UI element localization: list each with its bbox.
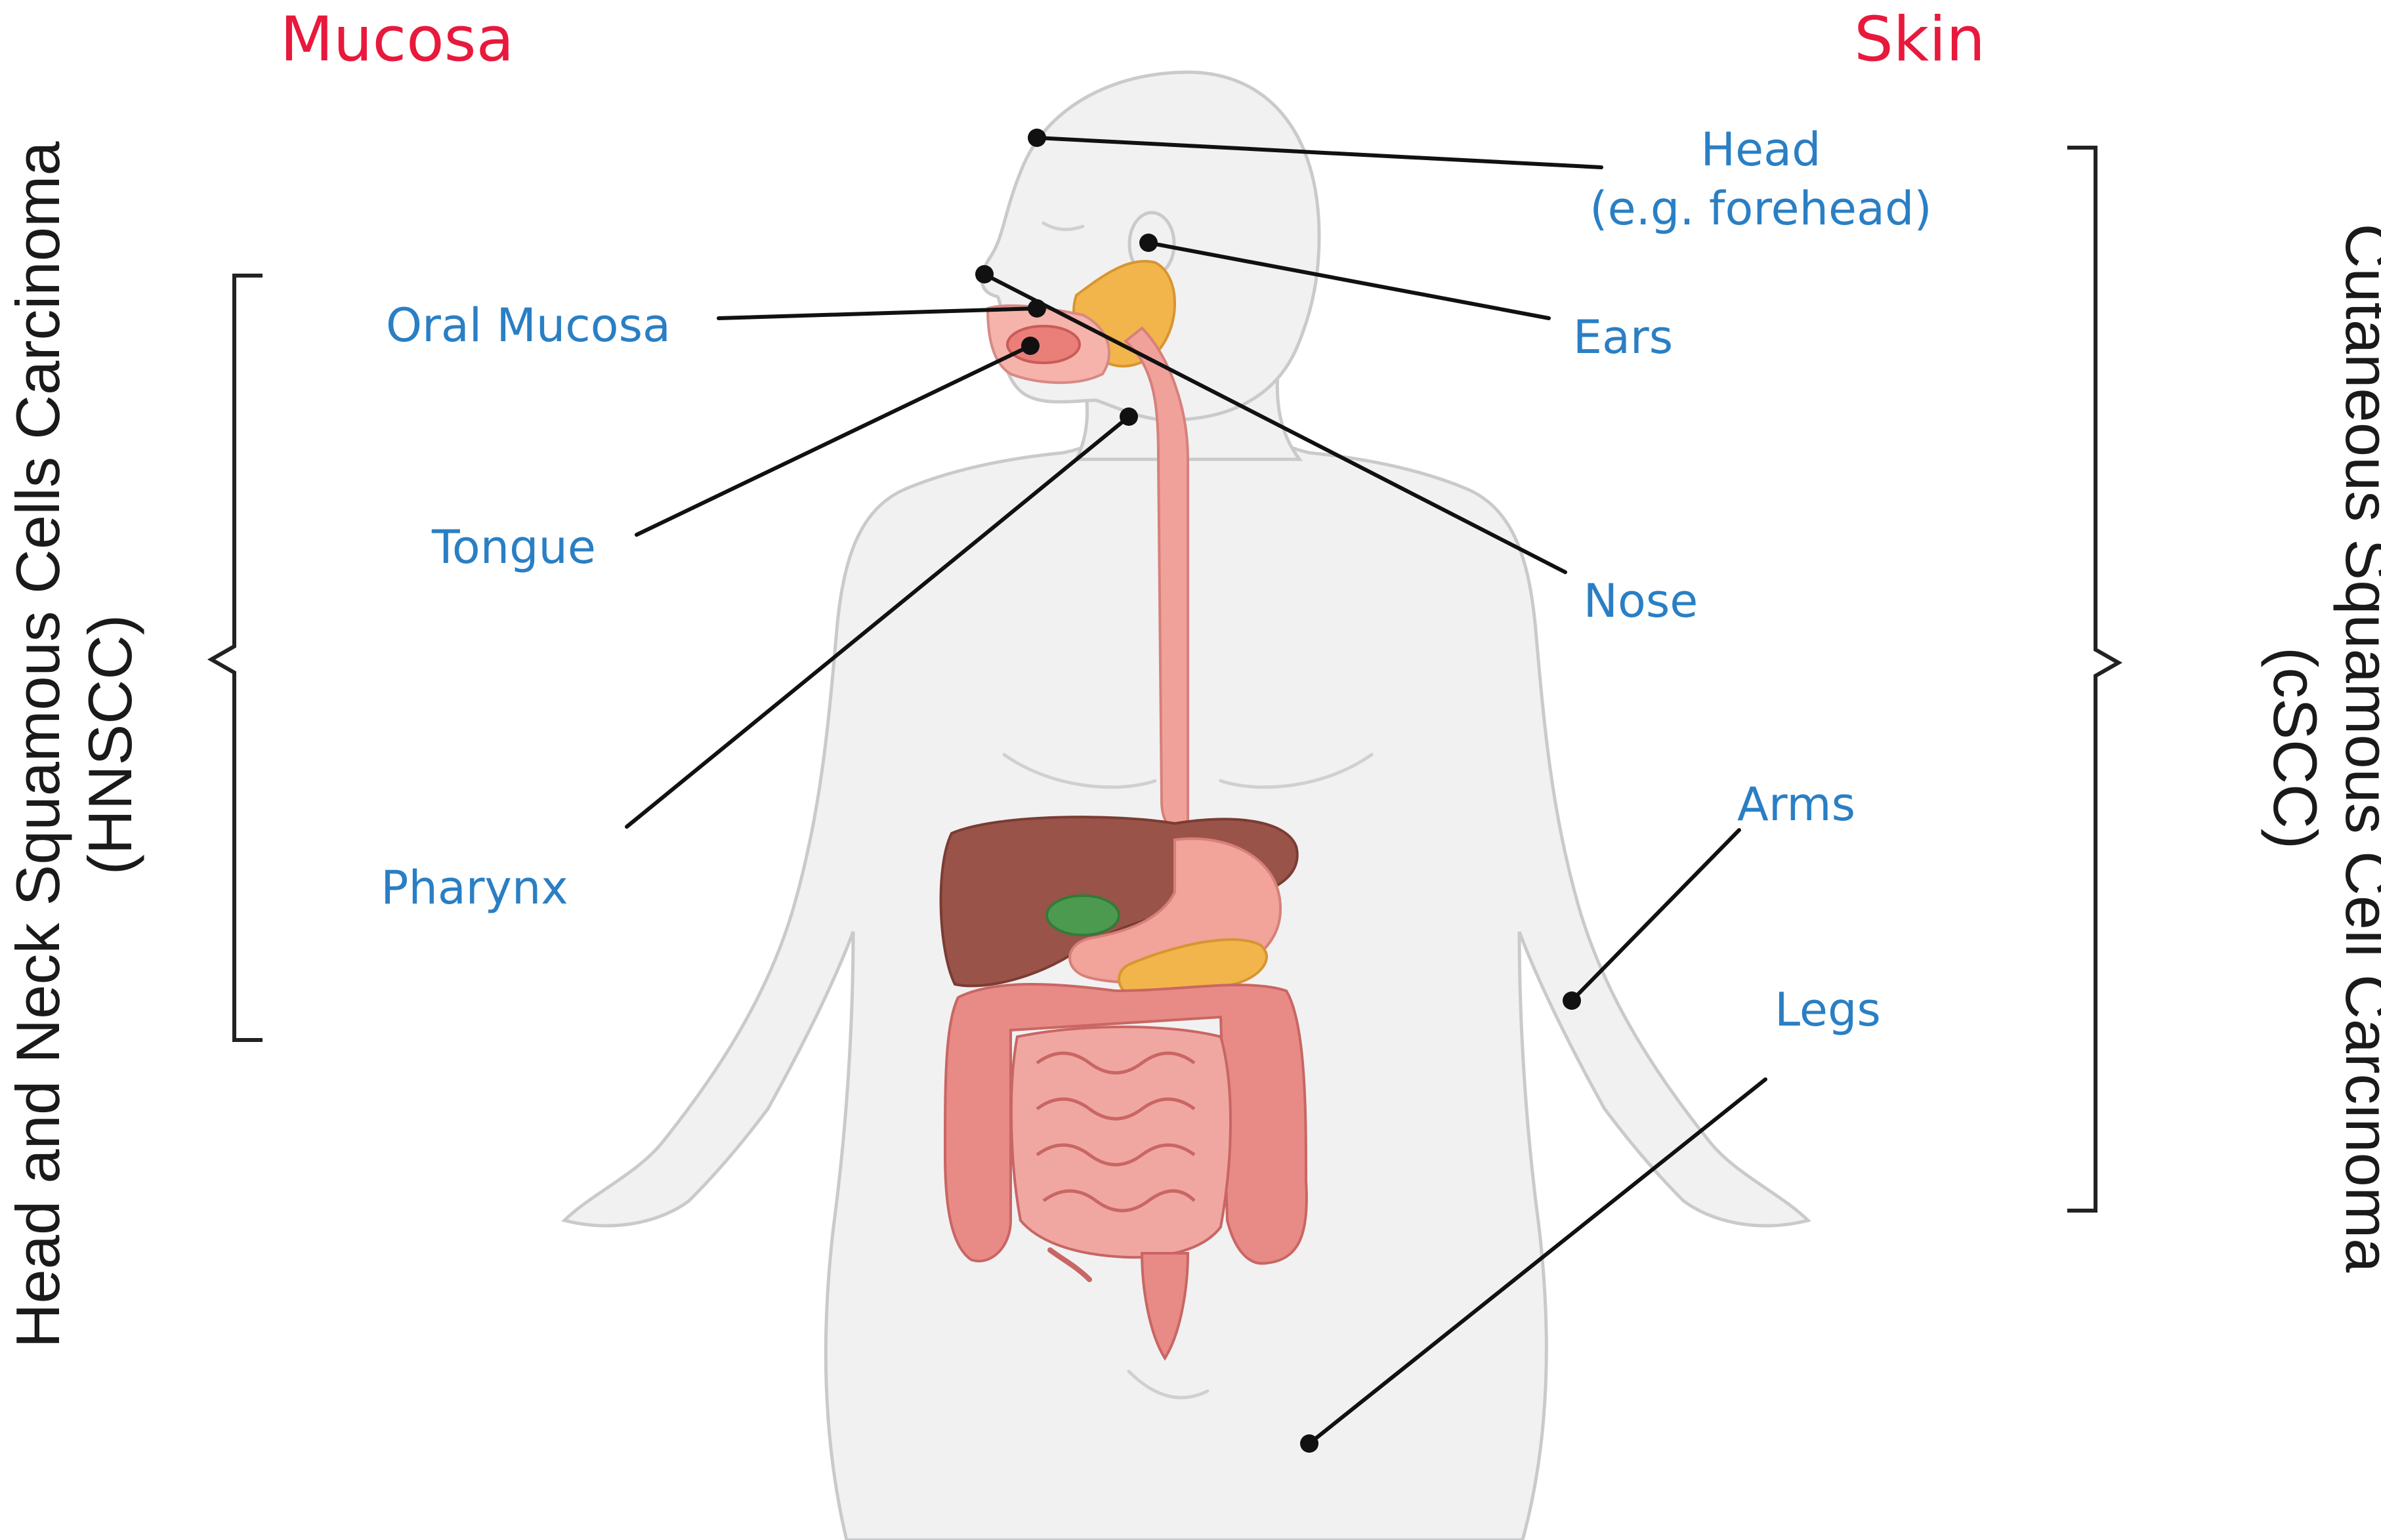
leader-nose	[982, 272, 1567, 574]
dot-ears	[1139, 234, 1158, 252]
label-head: Head	[1700, 123, 1821, 177]
leader-oral-mucosa	[717, 306, 1039, 320]
leader-arms	[1570, 828, 1741, 1003]
leader-ears	[1147, 241, 1551, 320]
leader-pharynx	[625, 415, 1131, 829]
right-title-line1: Cutaneous Squamous Cell Carcinoma	[2333, 224, 2381, 1274]
left-brace	[207, 274, 263, 1042]
small-intestine-coils	[1036, 1051, 1196, 1213]
leader-lines	[625, 129, 1767, 1453]
dot-tongue	[1021, 337, 1040, 355]
waist-contour	[1127, 1369, 1210, 1400]
dot-arms	[1563, 991, 1581, 1010]
appendix	[1047, 1247, 1092, 1282]
organs	[939, 260, 1308, 1361]
right-brace	[2067, 146, 2123, 1213]
right-title-group: Cutaneous Squamous Cell Carcinoma (cSCC)	[2261, 224, 2381, 1274]
gallbladder	[1045, 894, 1120, 936]
mucosa-labels: Oral Mucosa Tongue Pharynx	[381, 299, 671, 915]
left-title-line1: Head and Neck Squamous Cells Carcinoma	[3, 141, 72, 1348]
label-head-example: (e.g. forehead)	[1590, 182, 1931, 236]
dot-pharynx	[1120, 407, 1138, 426]
label-tongue: Tongue	[431, 520, 596, 574]
dot-head	[1028, 129, 1046, 147]
dot-legs	[1300, 1434, 1318, 1453]
small-intestine	[1009, 1026, 1232, 1259]
label-pharynx: Pharynx	[381, 861, 568, 915]
tongue-shape	[1006, 325, 1081, 364]
dot-nose	[975, 265, 994, 283]
label-nose: Nose	[1584, 574, 1698, 628]
left-title-line2: (HNSCC)	[75, 615, 144, 875]
rectum	[1140, 1252, 1190, 1361]
leader-legs	[1307, 1077, 1767, 1446]
skin-labels: Head (e.g. forehead) Ears Nose Arms Legs	[1573, 123, 1932, 1037]
label-oral-mucosa: Oral Mucosa	[386, 299, 671, 352]
leader-head	[1035, 136, 1603, 169]
chest-contour	[1002, 753, 1157, 789]
label-ears: Ears	[1573, 310, 1673, 364]
large-intestine	[943, 983, 1308, 1265]
chest-contour-2	[1219, 753, 1374, 789]
leader-tongue	[635, 344, 1032, 537]
mucosa-heading: Mucosa	[280, 4, 514, 75]
label-legs: Legs	[1775, 983, 1881, 1037]
left-title-group: Head and Neck Squamous Cells Carcinoma (…	[3, 141, 144, 1348]
right-title-line2: (cSCC)	[2261, 647, 2330, 849]
label-arms: Arms	[1737, 778, 1855, 831]
skin-heading: Skin	[1854, 4, 1985, 75]
eye-line	[1042, 221, 1085, 232]
